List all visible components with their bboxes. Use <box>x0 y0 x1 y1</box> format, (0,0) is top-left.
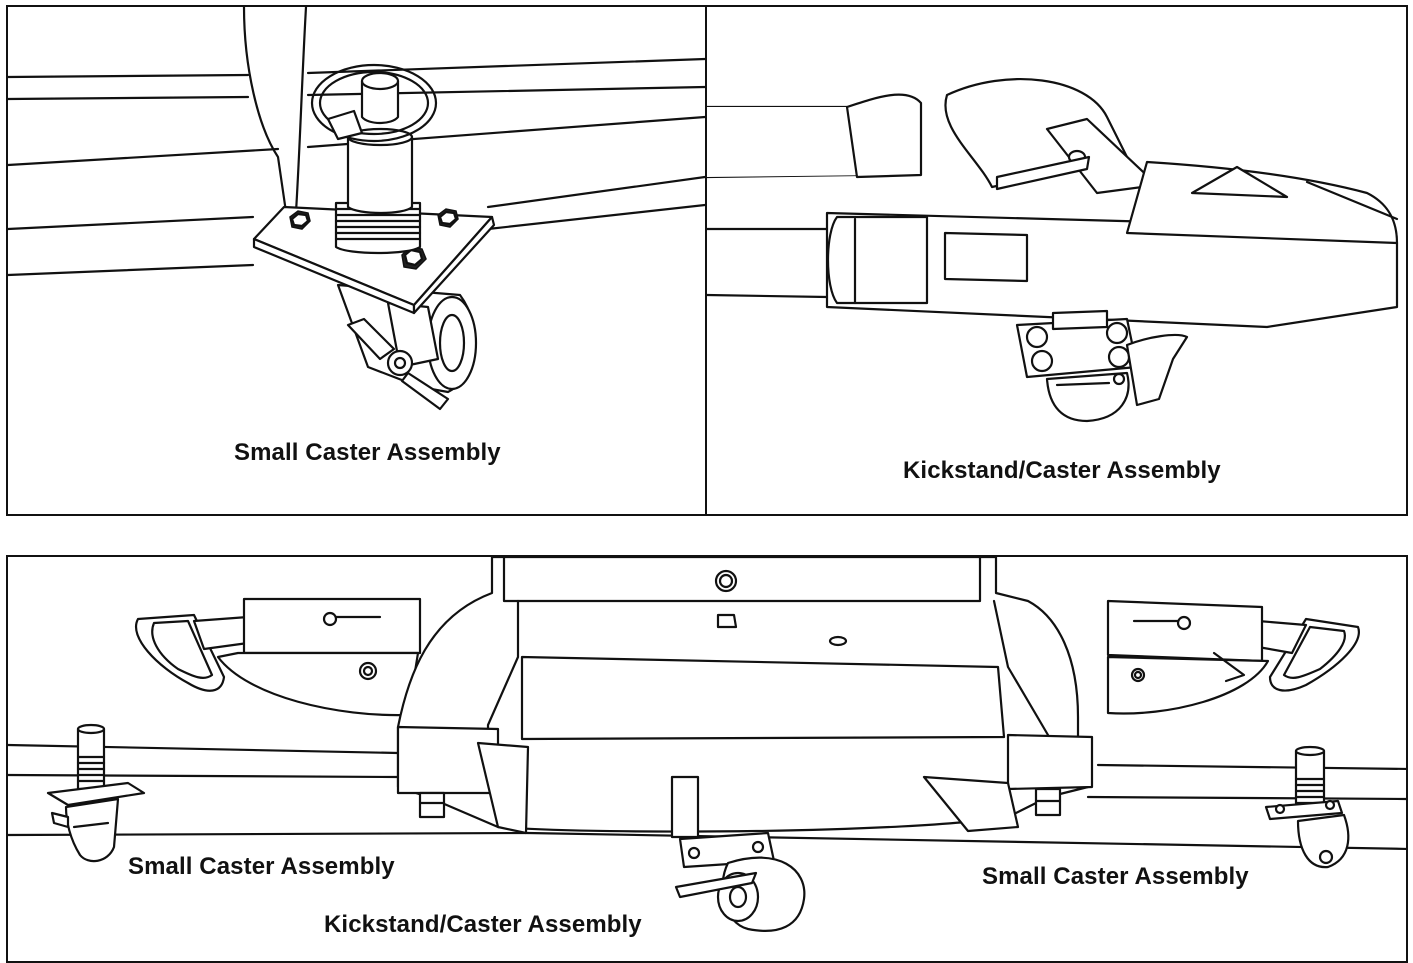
kickstand-caster-illustration <box>707 7 1408 516</box>
frame-overview-panel: Small Caster Assembly Kickstand/Caster A… <box>6 555 1408 963</box>
overview-right-small-caster-label: Small Caster Assembly <box>982 863 1249 890</box>
right-small-caster <box>1266 747 1348 867</box>
kickstand-caster-detail-panel: Kickstand/Caster Assembly <box>705 5 1408 516</box>
tube-collar <box>828 217 1027 303</box>
kickstand-caster-label: Kickstand/Caster Assembly <box>903 457 1221 484</box>
brake-lever <box>348 319 448 409</box>
right-handle <box>1108 601 1359 714</box>
overview-kickstand-caster-label: Kickstand/Caster Assembly <box>324 911 642 938</box>
mounting-plate <box>254 207 494 313</box>
small-caster-detail-panel: Small Caster Assembly <box>6 5 707 516</box>
pull-pin-ring <box>312 65 436 141</box>
center-kickstand-caster <box>672 777 804 931</box>
frame-overview-illustration <box>8 557 1408 963</box>
left-small-caster <box>48 725 144 861</box>
upper-bracket <box>847 79 1157 193</box>
frame-rails <box>707 107 884 297</box>
central-body <box>398 557 1092 833</box>
left-handle <box>136 599 420 715</box>
kickstand-caster <box>1017 311 1187 421</box>
overview-left-small-caster-label: Small Caster Assembly <box>128 853 395 880</box>
frame-post <box>244 7 286 212</box>
mounting-nuts <box>420 789 1060 817</box>
small-caster-label: Small Caster Assembly <box>234 439 501 466</box>
small-caster-illustration <box>8 7 707 516</box>
caster-stem <box>336 73 420 253</box>
